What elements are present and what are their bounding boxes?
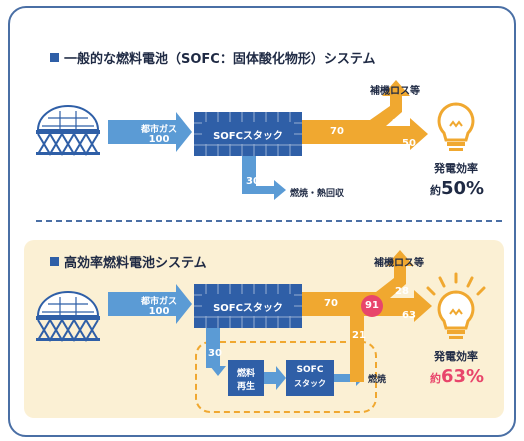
lightbulb-icon	[437, 290, 475, 339]
top-power-arrow	[302, 80, 428, 150]
bottom-section-title: 高効率燃料電池システム	[50, 252, 207, 271]
fuel-regen-box	[228, 360, 264, 396]
bottom-flow-down: 30	[208, 348, 222, 359]
bottom-flow-main: 70	[324, 298, 338, 309]
top-flow-main: 70	[330, 126, 344, 137]
diagram-frame: 一般的な燃料電池（SOFC：固体酸化物形）システム 都市	[8, 6, 516, 437]
bottom-loss-label: 補機ロス等	[374, 258, 424, 269]
stack2-label-1: SOFC	[296, 365, 324, 375]
top-flow-down: 30	[246, 176, 260, 187]
recycle-return-arrow	[350, 316, 364, 382]
regen-label-1: 燃料	[236, 369, 255, 379]
title-marker-icon	[50, 53, 59, 62]
bottom-eff-label: 発電効率	[434, 350, 478, 363]
stack2-label-2: スタック	[294, 379, 326, 388]
gas-tank-icon	[36, 105, 100, 156]
bottom-stack-label: SOFCスタック	[213, 303, 283, 314]
gas-input-arrow	[108, 284, 192, 324]
top-eff-label: 発電効率	[434, 162, 478, 175]
gas-input-arrow	[108, 112, 192, 152]
bottom-power-arrow	[302, 250, 432, 322]
top-eff-value: 約50%	[430, 178, 485, 199]
bottom-gas-value: 100	[148, 306, 170, 317]
bottom-flow-diagram	[36, 250, 486, 413]
bottom-flow-combined: 91	[365, 300, 379, 311]
combined-flow-badge	[361, 295, 383, 317]
regen-label-2: 再生	[236, 382, 255, 392]
light-rays-icon	[426, 272, 486, 296]
top-stack-label: SOFCスタック	[213, 131, 283, 142]
lightbulb-icon	[437, 102, 475, 151]
section-divider	[36, 220, 502, 222]
bottom-flow-lower: 63	[402, 310, 416, 321]
bottom-exhaust-label: 燃焼	[368, 375, 387, 385]
top-gas-label: 都市ガス	[140, 125, 177, 135]
bottom-gas-label: 都市ガス	[140, 297, 177, 307]
title-marker-icon	[50, 257, 59, 266]
top-loss-label: 補機ロス等	[370, 86, 420, 97]
bottom-eff-value: 約63%	[430, 366, 485, 387]
bottom-flow-recycle: 21	[352, 330, 366, 341]
top-flow-lower: 50	[402, 138, 416, 149]
gas-tank-icon	[36, 291, 100, 342]
second-sofc-stack-box	[286, 360, 334, 396]
top-flow-diagram	[36, 80, 475, 200]
top-exhaust-arrow	[242, 156, 286, 200]
top-gas-value: 100	[148, 134, 170, 145]
bottom-flow-upper: 28	[395, 286, 409, 297]
top-flow-upper: 20	[392, 118, 406, 129]
recycle-loop-outline	[195, 341, 377, 413]
top-exhaust-label: 燃焼・熱回収	[290, 189, 345, 199]
top-section-title: 一般的な燃料電池（SOFC：固体酸化物形）システム	[50, 48, 375, 67]
